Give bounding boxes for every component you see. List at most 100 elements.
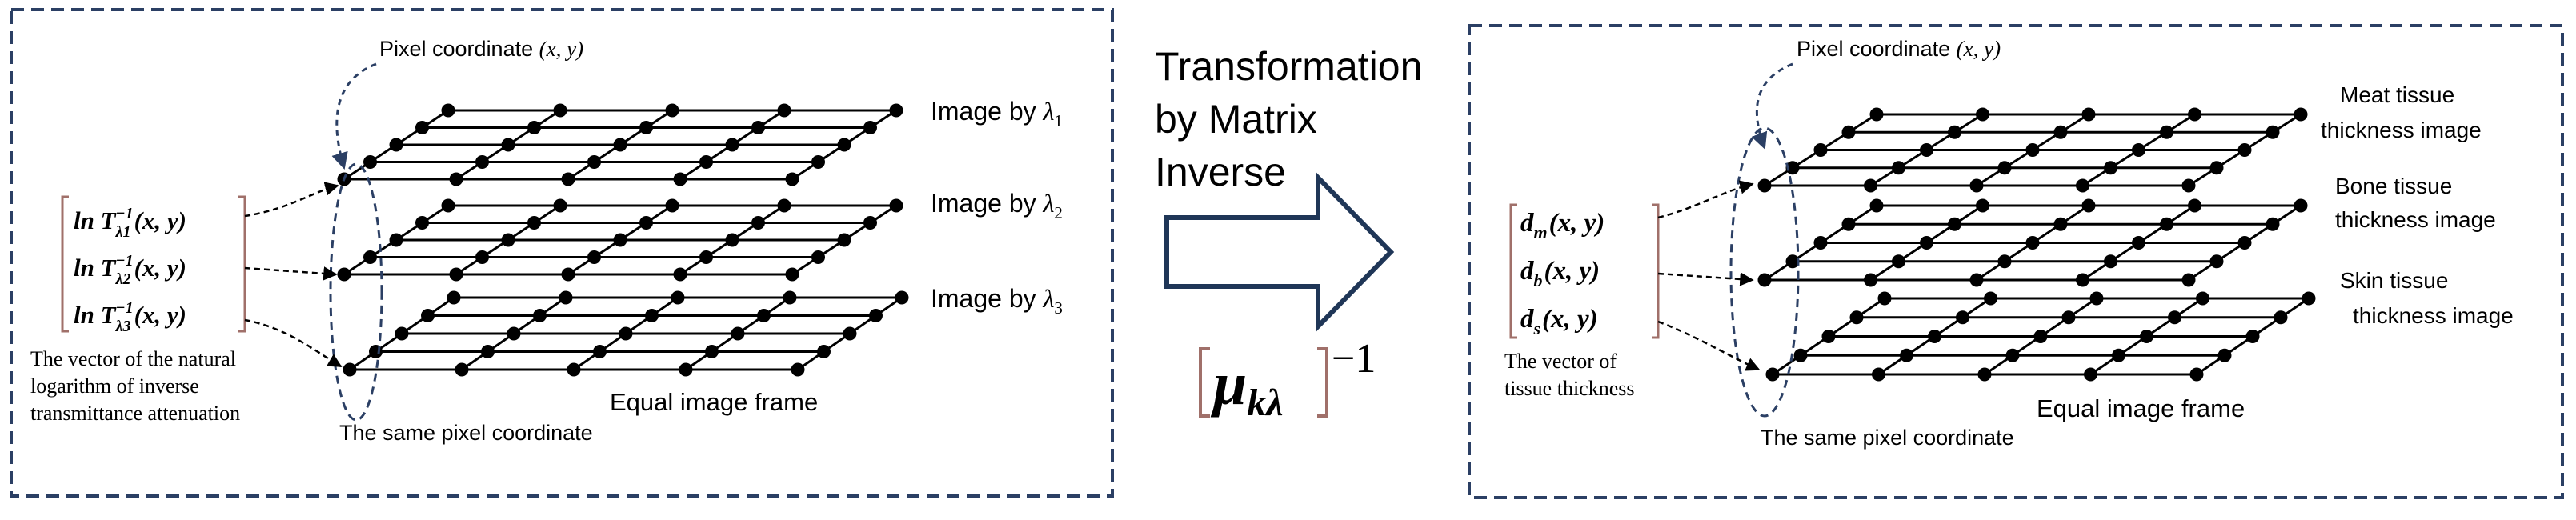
grid-node (777, 103, 791, 118)
grid-node (837, 233, 851, 247)
matrix-bracket-right (1317, 347, 1328, 418)
right-link-arrow-2 (1657, 272, 1754, 286)
grid-node (343, 362, 357, 377)
left-grid-layer-1 (337, 103, 903, 186)
grid-node (2168, 310, 2181, 325)
right-link-arrow-1 (1657, 180, 1754, 219)
grid-node (2104, 254, 2117, 269)
grid-node (2181, 178, 2196, 193)
grid-node (441, 103, 455, 118)
grid-node (561, 267, 575, 282)
grid-node (1785, 161, 1800, 175)
grid-node (475, 250, 489, 264)
grid-node (2053, 125, 2068, 139)
right-pixel-pointer-arrow (1751, 62, 1793, 150)
right-grid-stack (1757, 107, 2316, 382)
grid-node (673, 267, 687, 282)
matrix-inverse-symbol: μkλ (1210, 350, 1284, 424)
grid-node (863, 121, 877, 134)
right-vector-entry-3: ds(x, y) (1520, 305, 1598, 338)
right-grid-layer-1 (1757, 107, 2308, 193)
grid-node (2025, 236, 2040, 250)
matrix-bracket-left (1199, 347, 1210, 418)
grid-node (751, 121, 765, 134)
grid-node (507, 326, 521, 341)
left-grid-layer-2 (337, 198, 903, 282)
grid-node (2160, 125, 2173, 139)
left-vector-bracket-right (238, 195, 246, 333)
left-link-arrow-2 (244, 266, 338, 281)
right-same-pixel-ellipse (1729, 126, 1800, 418)
grid-node (447, 290, 461, 305)
grid-node (1997, 254, 2012, 269)
left-grid-stack (337, 103, 909, 377)
grid-node (475, 155, 489, 169)
right-vector-entry-1: dm(x, y) (1520, 209, 1604, 242)
grid-node (1900, 348, 1913, 362)
grid-node (1849, 310, 1864, 325)
grid-node (785, 267, 799, 282)
grid-node (337, 267, 351, 282)
left-panel-border (10, 8, 1114, 498)
right-grid-layer-2 (1757, 198, 2308, 287)
grid-node (889, 103, 903, 118)
grid-node (1976, 198, 1989, 213)
grid-node (699, 250, 713, 264)
grid-node (673, 172, 687, 186)
grid-node (1793, 348, 1808, 362)
grid-node (725, 138, 739, 152)
grid-node (863, 216, 877, 230)
grid-node (455, 362, 469, 377)
grid-node (1928, 330, 1941, 343)
grid-node (421, 309, 435, 322)
grid-node (895, 290, 909, 305)
grid-node (671, 290, 685, 305)
grid-node (2025, 143, 2040, 157)
grid-node (2084, 367, 2097, 382)
left-same-pixel-label: The same pixel coordinate (339, 421, 593, 445)
transformation-caption: Transformation by Matrix Inverse (1155, 44, 1433, 194)
grid-node (553, 103, 567, 118)
right-panel-border (1468, 24, 2564, 499)
grid-node (2033, 330, 2048, 343)
left-pixel-coordinate-label: Pixel coordinate (x, y) (379, 37, 583, 61)
grid-node (2196, 291, 2209, 306)
left-grid-layer-3 (343, 290, 909, 377)
right-layer-caption-2: Bone tissue thickness image (2335, 174, 2496, 232)
grid-node (2189, 367, 2204, 382)
grid-node (811, 155, 825, 169)
grid-node (2237, 143, 2252, 157)
left-frame-label: Equal image frame (610, 388, 818, 416)
grid-node (2274, 310, 2288, 325)
grid-node (2053, 217, 2068, 231)
grid-node (1757, 178, 1772, 193)
grid-node (731, 326, 745, 341)
grid-node (2081, 198, 2096, 213)
grid-node (2188, 198, 2201, 213)
left-layer-caption-1: Image by λ1 (931, 97, 1063, 130)
grid-node (2132, 236, 2145, 250)
grid-node (1869, 107, 1884, 122)
grid-node (527, 121, 541, 134)
grid-node (2245, 330, 2260, 343)
right-same-pixel-label: The same pixel coordinate (1761, 426, 2014, 450)
grid-node (1813, 143, 1828, 157)
grid-node (777, 198, 791, 213)
grid-node (639, 121, 653, 134)
right-frame-label: Equal image frame (2037, 394, 2245, 422)
grid-node (1872, 367, 1885, 382)
grid-node (613, 233, 627, 247)
grid-node (665, 198, 679, 213)
grid-node (2005, 348, 2020, 362)
grid-node (481, 345, 495, 358)
grid-node (2209, 161, 2224, 175)
right-layer-caption-1: Meat tissue thickness image (2321, 82, 2482, 142)
grid-node (2104, 161, 2117, 175)
grid-node (449, 172, 463, 186)
grid-node (791, 362, 805, 377)
grid-node (415, 216, 429, 230)
